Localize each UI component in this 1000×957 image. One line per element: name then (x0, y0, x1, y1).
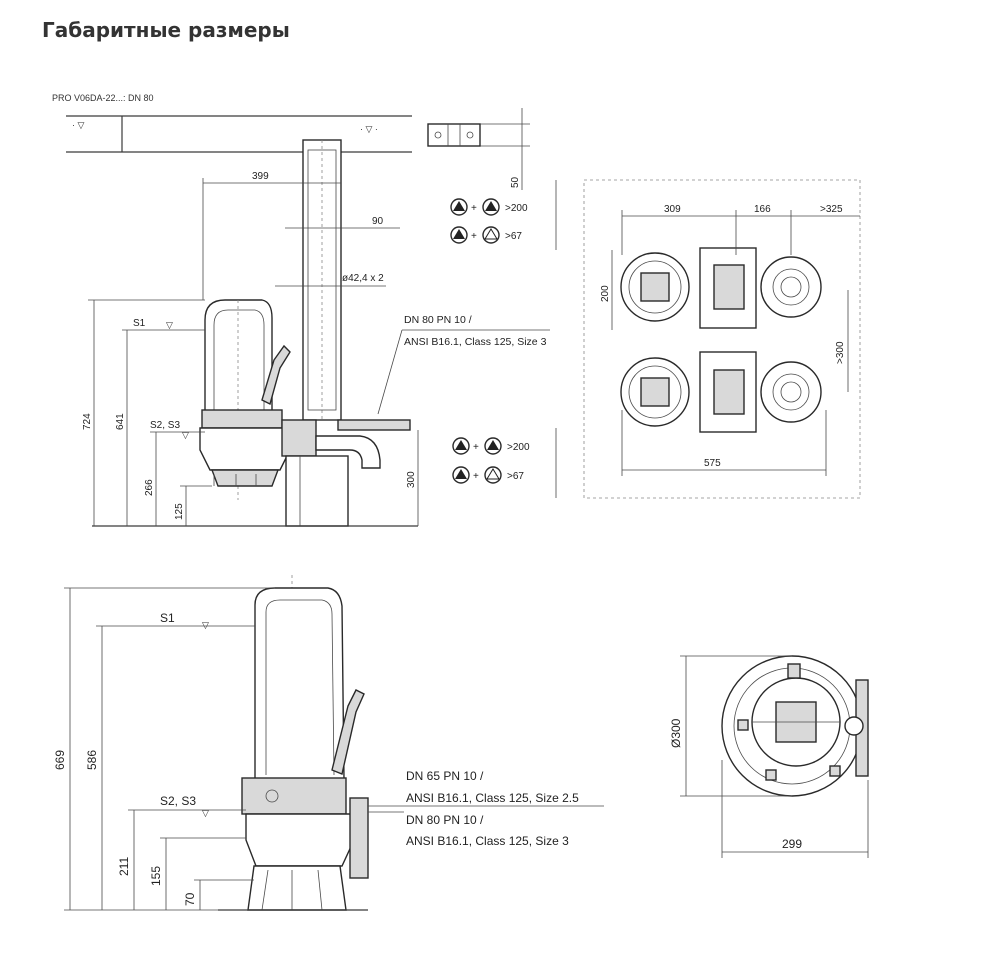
dim-155: 155 (149, 866, 163, 886)
drawing-header: PRO V06DA-22...: DN 80 (52, 93, 154, 103)
svg-text:· ▽: · ▽ (72, 120, 84, 130)
level-s1: S1 (133, 318, 146, 329)
svg-text:▽: ▽ (182, 430, 189, 440)
dim-125: 125 (174, 503, 185, 520)
svg-text:+: + (471, 231, 477, 242)
dim-166: 166 (754, 204, 771, 215)
svg-text:▽: ▽ (202, 620, 209, 630)
flange-note-3: DN 65 PN 10 / (406, 769, 484, 783)
rule-row-4: + >67 (452, 466, 524, 484)
rule-1: >200 (505, 203, 528, 214)
flange-note-2: ANSI B16.1, Class 125, Size 3 (404, 336, 547, 348)
dim-211: 211 (117, 857, 131, 876)
svg-text:▽: ▽ (202, 808, 209, 818)
dim-70: 70 (183, 892, 197, 906)
level-s1-single: S1 (160, 611, 175, 625)
dim-200: 200 (600, 285, 611, 302)
dim-300: 300 (406, 471, 417, 488)
flange-note-1: DN 80 PN 10 / (404, 314, 472, 326)
flange-note-6: ANSI B16.1, Class 125, Size 3 (406, 834, 569, 848)
pump-plan-upper (620, 247, 822, 329)
svg-text:▽: ▽ (166, 320, 173, 330)
installation-side-view: PRO V06DA-22...: DN 80 · ▽ · ▽ · 399 (52, 93, 550, 527)
svg-text:+: + (473, 442, 479, 453)
dim-diameter: Ø300 (669, 718, 683, 748)
single-pump-view: 669 586 S1 ▽ 211 S2, S3 ▽ 155 70 DN 65 P… (53, 575, 604, 911)
level-s2s3: S2, S3 (150, 420, 180, 431)
pump-plan-lower (620, 351, 822, 433)
dim-325: >325 (820, 204, 843, 215)
bottom-view: Ø300 299 (669, 655, 869, 858)
svg-text:+: + (473, 471, 479, 482)
dim-669: 669 (53, 750, 67, 770)
rule-3: >200 (507, 442, 530, 453)
rule-4: >67 (507, 471, 524, 482)
dim-300b: >300 (835, 341, 846, 364)
dim-399: 399 (252, 171, 269, 182)
dim-309: 309 (664, 204, 681, 215)
level-s2s3-single: S2, S3 (160, 794, 196, 808)
svg-text:· ▽ ·: · ▽ · (360, 124, 378, 134)
pipe-size: ø42,4 x 2 (342, 273, 384, 284)
dim-299: 299 (782, 837, 802, 851)
flange-note-5: DN 80 PN 10 / (406, 813, 484, 827)
dim-90: 90 (372, 216, 384, 227)
rule-row-1: + >200 (450, 198, 528, 216)
svg-text:+: + (471, 203, 477, 214)
dim-266: 266 (144, 479, 155, 496)
page-title: Габаритные размеры (42, 18, 290, 42)
dim-724: 724 (82, 413, 93, 430)
dim-586: 586 (85, 750, 99, 770)
rule-row-2: + >67 (450, 226, 522, 244)
dim-50: 50 (510, 176, 521, 188)
dim-641: 641 (115, 413, 126, 430)
rule-row-3: + >200 (452, 437, 530, 455)
plan-view: + >200 + >67 + >200 + >67 (450, 179, 861, 499)
rule-2: >67 (505, 231, 522, 242)
dim-575: 575 (704, 458, 721, 469)
flange-note-4: ANSI B16.1, Class 125, Size 2.5 (406, 791, 579, 805)
